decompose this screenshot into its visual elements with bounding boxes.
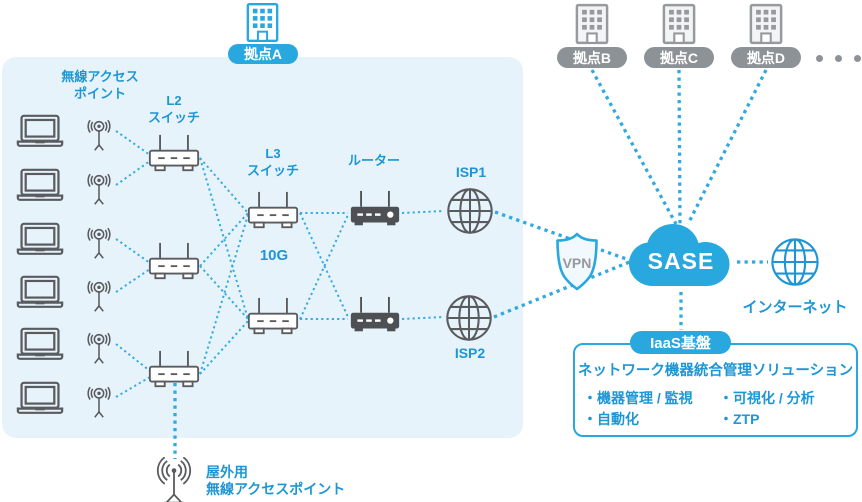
sase-label: SASE	[647, 248, 715, 274]
site-d-building-icon	[749, 3, 783, 45]
solution-item: ・ZTP	[719, 411, 760, 427]
l2-switch-icon	[148, 241, 200, 282]
l3-switch-label: L3 スイッチ	[246, 146, 299, 178]
solution-item: ・自動化	[583, 411, 639, 427]
solution-title: ネットワーク機器統合管理ソリューション	[577, 363, 854, 379]
laptop-icon	[16, 380, 64, 417]
isp2-globe-icon	[445, 294, 493, 342]
wireless-ap-icon	[82, 380, 116, 419]
site-c-building-icon	[662, 3, 696, 45]
vpn-shield-icon: VPN	[551, 231, 603, 293]
router-icon	[349, 189, 401, 230]
internet-label: インターネット	[742, 299, 848, 316]
isp1-globe-icon	[446, 187, 494, 235]
wireless-ap-icon	[82, 274, 116, 313]
vpn-label: VPN	[562, 255, 592, 271]
site-d-badge: 拠点D	[731, 47, 801, 68]
iaas-label: IaaS基盤	[650, 335, 711, 352]
site-d-label: 拠点D	[746, 49, 786, 66]
site-b-label: 拠点B	[572, 49, 612, 66]
l2-switch-label: L2 スイッチ	[147, 93, 200, 125]
wireless-ap-icon	[82, 326, 116, 365]
wireless-ap-icon	[82, 113, 116, 152]
l2-switch-icon	[148, 349, 200, 390]
outdoor-ap-label: 屋外用 無線アクセスポイント	[206, 464, 346, 497]
site-c-label: 拠点C	[659, 49, 699, 66]
outdoor-ap-icon	[145, 457, 203, 502]
laptop-icon	[16, 113, 64, 150]
laptop-icon	[16, 167, 64, 204]
sase-cloud-icon: SASE	[626, 222, 736, 290]
wireless-ap-icon	[82, 167, 116, 206]
site-a-label: 拠点A	[243, 46, 283, 62]
internet-globe-icon	[770, 237, 820, 287]
ten-g-label: 10G	[259, 247, 289, 264]
l3-switch-icon	[247, 190, 299, 231]
solution-item: ・可視化 / 分析	[719, 390, 815, 406]
solution-item: ・機器管理 / 監視	[583, 390, 693, 406]
solution-box: ネットワーク機器統合管理ソリューション ・機器管理 / 監視 ・可視化 / 分析…	[573, 343, 858, 437]
site-c-badge: 拠点C	[644, 47, 714, 68]
wireless-ap-icon	[82, 221, 116, 260]
laptop-icon	[16, 326, 64, 363]
isp1-label: ISP1	[455, 164, 487, 180]
router-label: ルーター	[347, 153, 400, 168]
site-b-badge: 拠点B	[557, 47, 627, 68]
laptop-icon	[16, 274, 64, 311]
router-icon	[349, 295, 401, 336]
site-b-building-icon	[575, 3, 609, 45]
site-a-building-icon	[246, 2, 279, 43]
laptop-icon	[16, 221, 64, 258]
l3-switch-icon	[247, 296, 299, 337]
l2-switch-icon	[148, 133, 200, 174]
site-a-badge: 拠点A	[228, 44, 298, 64]
wireless-ap-label: 無線アクセス ポイント	[61, 69, 139, 101]
isp2-label: ISP2	[454, 345, 486, 361]
iaas-badge: IaaS基盤	[630, 331, 731, 354]
site-a-panel	[2, 57, 523, 438]
